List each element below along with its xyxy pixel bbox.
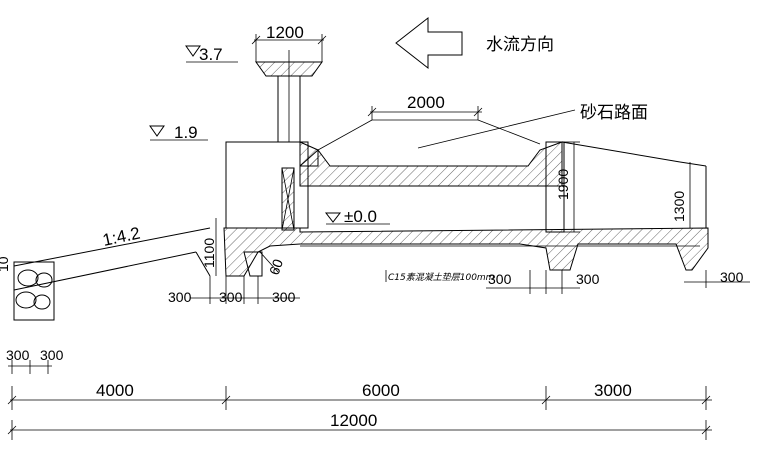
flow-arrow-icon: [395, 16, 463, 70]
dim-3000-label: 3000: [594, 381, 632, 400]
dim-300-right-group: [684, 270, 750, 288]
embankment-top: [679, 161, 707, 167]
left-edge-label: 10: [0, 256, 11, 272]
dim-300-h: 300: [40, 347, 64, 363]
dim-1200-label: 1200: [266, 23, 304, 42]
dim-total: [7, 420, 712, 440]
dim-60-line: [259, 251, 279, 273]
dim-2000: [367, 106, 483, 120]
apron-slope-top: [13, 227, 211, 267]
apron-toe: [195, 251, 211, 277]
dim-12000-label: 12000: [330, 411, 377, 430]
dim-2000-label: 2000: [407, 93, 445, 112]
hoist-cap: [255, 50, 323, 142]
elev-zero-label: ±0.0: [344, 207, 377, 226]
dim-1100-label: 1100: [201, 238, 217, 268]
dim-300-d: 300: [488, 271, 512, 287]
embankment-slope: [561, 141, 681, 163]
dim-300-c: 300: [272, 289, 296, 305]
dim-300-f: 300: [720, 269, 744, 285]
dim-300-bottom-group: [8, 360, 52, 374]
dim-1900-label: 1900: [555, 169, 571, 200]
concrete-note: C15素混凝土垫层100mm: [388, 272, 495, 283]
road-edge-right: [477, 119, 541, 145]
dim-4000-label: 4000: [96, 381, 134, 400]
elev-marker-top: [185, 45, 238, 63]
elev-mid-label: 1.9: [174, 123, 198, 142]
elev-marker-zero: [324, 212, 390, 225]
cutoff-left: [243, 251, 263, 277]
slope-label: 1:4.2: [101, 223, 142, 249]
dim-300-a: 300: [168, 289, 192, 305]
dim-1200: [251, 34, 327, 62]
dim-300-b: 300: [219, 289, 243, 305]
elev-marker-mid: [149, 125, 208, 141]
road-surface-label: 砂石路面: [580, 103, 648, 123]
road-surface-leader: [417, 109, 576, 149]
dim-300-left-group: [190, 276, 300, 304]
dim-6000-label: 6000: [362, 381, 400, 400]
bottom-slab: [223, 227, 709, 277]
dim-1300-label: 1300: [671, 191, 687, 222]
dim-60-label: 60: [266, 257, 286, 277]
dim-300-e: 300: [576, 271, 600, 287]
apron-slope-bottom: [13, 251, 197, 291]
riprap-stones: [13, 261, 55, 321]
dim-300-mid-group: [486, 270, 580, 294]
dim-spans: [7, 386, 712, 410]
flow-direction-label: 水流方向: [486, 35, 554, 55]
road-edge-left: [317, 119, 373, 151]
elev-top-label: 3.7: [199, 45, 223, 64]
dim-300-g: 300: [6, 347, 30, 363]
top-slab: [299, 141, 563, 187]
